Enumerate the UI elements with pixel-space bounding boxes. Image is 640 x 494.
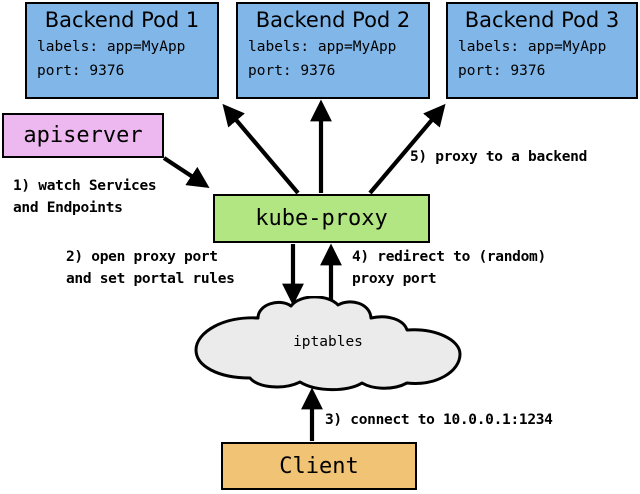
node-backend-pod-3[interactable]: Backend Pod 3 labels: app=MyApp port: 93… bbox=[446, 2, 638, 99]
cloud-shape-icon bbox=[194, 295, 462, 392]
edge-apiserver-to-kubeproxy bbox=[162, 156, 210, 189]
annotation-step-1: 1) watch Services and Endpoints bbox=[13, 178, 157, 216]
annotation-step-2: 2) open proxy port and set portal rules bbox=[66, 249, 235, 287]
node-client[interactable]: Client bbox=[221, 442, 417, 490]
client-label: Client bbox=[279, 453, 359, 479]
node-kube-proxy[interactable]: kube-proxy bbox=[213, 194, 430, 243]
pod-2-port: port: 9376 bbox=[248, 63, 336, 79]
pod-3-port: port: 9376 bbox=[458, 63, 546, 79]
pod-2-title: Backend Pod 2 bbox=[255, 8, 411, 32]
pod-3-labels: labels: app=MyApp bbox=[458, 39, 607, 55]
annotation-step-5: 5) proxy to a backend bbox=[410, 149, 588, 165]
pod-3-title: Backend Pod 3 bbox=[464, 8, 620, 32]
edge-kubeproxy-to-pod1 bbox=[222, 103, 300, 195]
pod-1-labels: labels: app=MyApp bbox=[37, 39, 186, 55]
pod-1-port: port: 9376 bbox=[37, 63, 125, 79]
apiserver-label: apiserver bbox=[23, 123, 143, 148]
iptables-label: iptables bbox=[293, 334, 363, 350]
node-apiserver[interactable]: apiserver bbox=[2, 113, 164, 158]
node-backend-pod-2[interactable]: Backend Pod 2 labels: app=MyApp port: 93… bbox=[236, 2, 430, 99]
pod-1-title: Backend Pod 1 bbox=[44, 8, 200, 32]
node-backend-pod-1[interactable]: Backend Pod 1 labels: app=MyApp port: 93… bbox=[25, 2, 219, 99]
pod-2-labels: labels: app=MyApp bbox=[248, 39, 397, 55]
annotation-step-3: 3) connect to 10.0.0.1:1234 bbox=[325, 412, 553, 428]
kube-proxy-label: kube-proxy bbox=[255, 206, 388, 231]
node-iptables-cloud[interactable]: iptables bbox=[188, 295, 468, 392]
annotation-step-4: 4) redirect to (random) proxy port bbox=[352, 249, 546, 287]
